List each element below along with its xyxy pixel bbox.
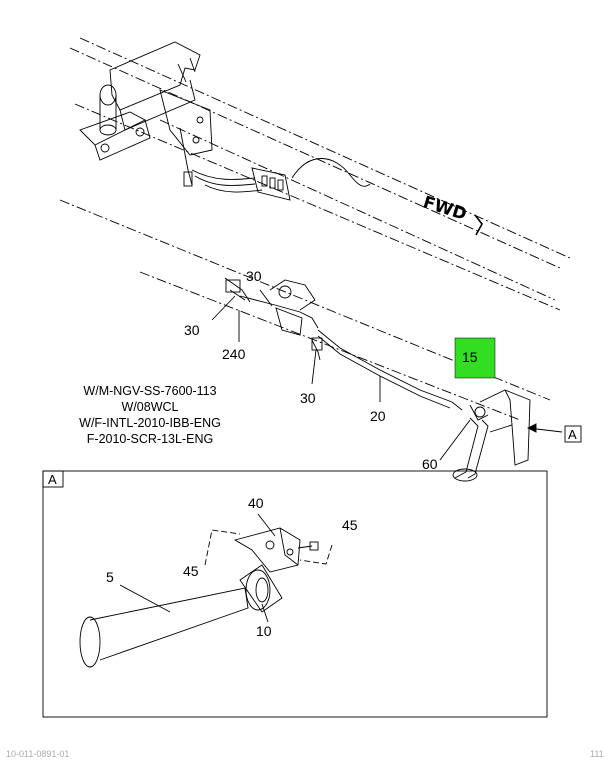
callout-30: 30 bbox=[184, 322, 200, 338]
note-line: W/M-NGV-SS-7600-113 bbox=[83, 384, 216, 398]
callout-10: 10 bbox=[256, 623, 272, 639]
callout-240: 240 bbox=[222, 346, 246, 362]
fwd-label: FWD bbox=[421, 193, 469, 225]
footer-id: 10-011-0891-01 bbox=[6, 749, 69, 759]
detail-a-label-box bbox=[42, 470, 64, 488]
note-line: F-2010-SCR-13L-ENG bbox=[87, 432, 213, 446]
detail-a-frame bbox=[42, 470, 548, 718]
callout-40: 40 bbox=[248, 495, 264, 511]
callout-30: 30 bbox=[300, 390, 316, 406]
highlight-15 bbox=[454, 337, 496, 379]
leader-lines-main bbox=[211, 289, 471, 461]
view-a-marker-box bbox=[564, 425, 582, 443]
wire-harness-mid bbox=[224, 277, 463, 411]
callout-20: 20 bbox=[370, 408, 386, 424]
detail-a-label: A bbox=[48, 472, 57, 487]
callout-15: 15 bbox=[462, 349, 478, 365]
footer-page: 111 bbox=[590, 749, 604, 759]
leader-lines-detail bbox=[119, 513, 333, 623]
horn-detail bbox=[79, 527, 319, 668]
fwd-arrow-icon bbox=[474, 214, 483, 236]
callout-45: 45 bbox=[183, 563, 199, 579]
note-line: W/F-INTL-2010-IBB-ENG bbox=[79, 416, 221, 430]
callout-45: 45 bbox=[342, 517, 358, 533]
horn-mount-main bbox=[452, 389, 531, 482]
callout-60: 60 bbox=[422, 456, 438, 472]
wire-harness-upper bbox=[191, 158, 371, 201]
note-line: W/08WCL bbox=[122, 400, 179, 414]
callout-30: 30 bbox=[246, 268, 262, 284]
view-a-ref: A bbox=[568, 427, 577, 442]
callout-5: 5 bbox=[106, 569, 114, 585]
upper-bracket-assembly bbox=[79, 41, 213, 187]
